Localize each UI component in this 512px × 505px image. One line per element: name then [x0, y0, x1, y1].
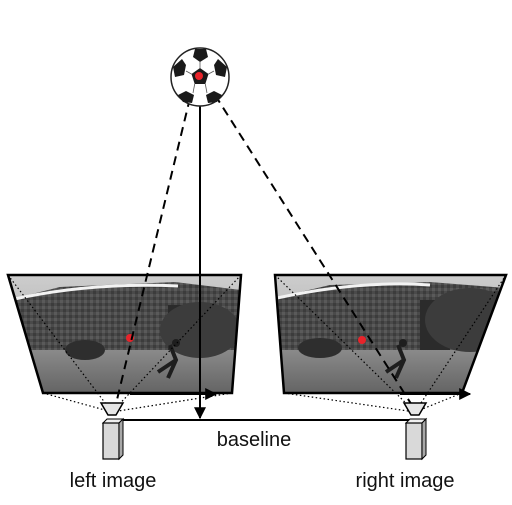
baseline-label: baseline [217, 429, 292, 451]
ball-center-marker [195, 72, 203, 80]
right-image-label: right image [356, 470, 455, 492]
projection-rays [113, 94, 416, 413]
camera-icon [99, 402, 125, 461]
right-ball-projection-marker [358, 336, 366, 344]
left-image-label: left image [70, 470, 157, 492]
left-image-plane [6, 273, 243, 395]
right-image-plane [273, 273, 508, 395]
camera-icon [402, 402, 428, 461]
soccer-ball-icon [170, 47, 230, 107]
right-projection-ray [214, 94, 416, 411]
left-projection-ray [113, 97, 191, 413]
